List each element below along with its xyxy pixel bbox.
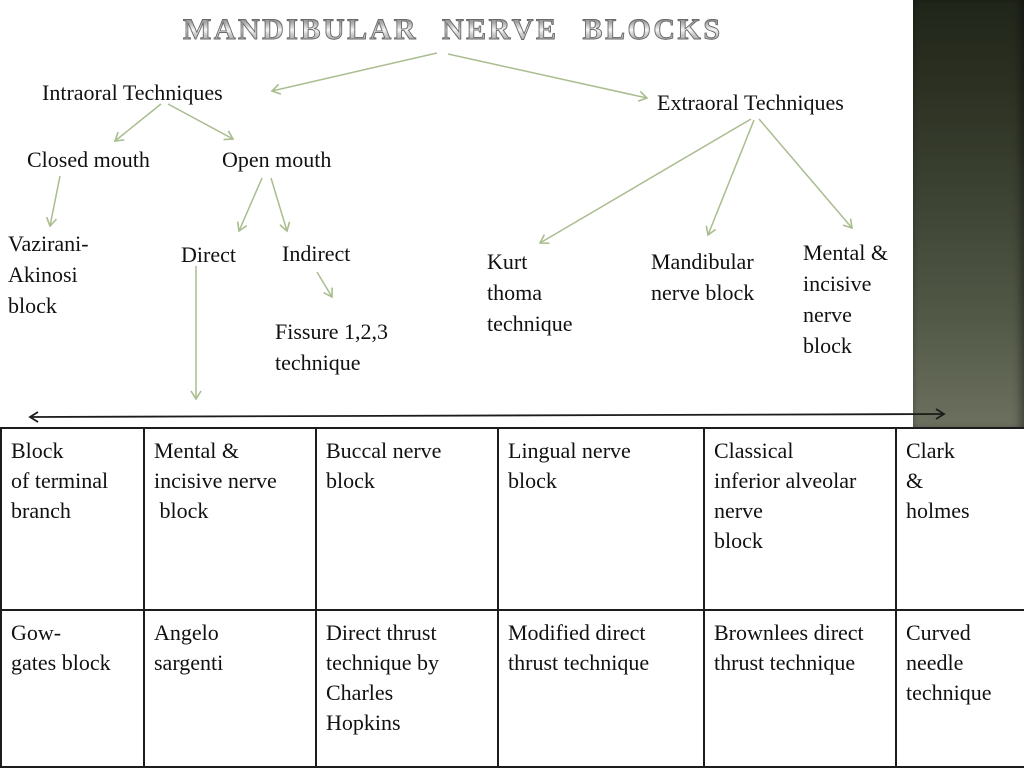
- node-closed-mouth: Closed mouth: [27, 147, 150, 172]
- arrow-extraoral-to-kurt-thoma: [538, 118, 752, 245]
- arrow-extraoral-to-mandibular: [705, 119, 755, 237]
- table-cell: Classical inferior alveolar nerve block: [703, 427, 897, 611]
- table-row: Block of terminal branch Mental & incisi…: [0, 427, 1024, 611]
- arrow-closed-mouth-to-vazirani: [45, 175, 61, 228]
- arrow-title-to-intraoral: [270, 52, 438, 95]
- table-row: Gow- gates block Angelo sargenti Direct …: [0, 609, 1024, 768]
- arrow-intraoral-to-open-mouth: [167, 103, 235, 141]
- table-cell: Buccal nerve block: [315, 427, 499, 611]
- table-cell: Lingual nerve block: [497, 427, 705, 611]
- node-direct: Direct: [181, 242, 236, 267]
- node-mandibular-nerve-block: Mandibular nerve block: [651, 249, 755, 305]
- node-intraoral-techniques: Intraoral Techniques: [42, 80, 223, 105]
- node-indirect: Indirect: [282, 241, 351, 266]
- table-cell: Brownlees direct thrust technique: [703, 609, 897, 768]
- arrow-extraoral-to-mental: [758, 118, 853, 230]
- techniques-table: Block of terminal branch Mental & incisi…: [0, 427, 1024, 768]
- arrow-open-mouth-to-indirect: [270, 177, 291, 233]
- table-cell: Modified direct thrust technique: [497, 609, 705, 768]
- arrow-intraoral-to-closed-mouth: [113, 103, 162, 142]
- node-kurt-thoma-technique: Kurt thoma technique: [487, 249, 573, 336]
- double-headed-span-arrow: [28, 408, 946, 423]
- node-fissure-technique: Fissure 1,2,3 technique: [275, 319, 389, 375]
- table-cell: Curved needle technique: [895, 609, 1024, 768]
- table-cell: Mental & incisive nerve block: [143, 427, 317, 611]
- node-open-mouth: Open mouth: [222, 147, 332, 172]
- node-mental-incisive-nerve-block: Mental & incisive nerve block: [803, 240, 888, 358]
- node-extraoral-techniques: Extraoral Techniques: [657, 90, 844, 115]
- node-vazirani-akinosi-block: Vazirani- Akinosi block: [8, 231, 89, 318]
- arrow-indirect-to-fissure: [316, 271, 333, 299]
- table-cell: Angelo sargenti: [143, 609, 317, 768]
- slide-title: MANDIBULAR NERVE BLOCKS: [183, 13, 723, 47]
- arrow-title-to-extraoral: [447, 53, 649, 102]
- table-cell: Clark & holmes: [895, 427, 1024, 611]
- right-dark-strip: [913, 0, 1024, 427]
- table-cell: Direct thrust technique by Charles Hopki…: [315, 609, 499, 768]
- arrow-open-mouth-to-direct: [236, 177, 263, 233]
- table-cell: Gow- gates block: [0, 609, 145, 768]
- table-cell: Block of terminal branch: [0, 427, 145, 611]
